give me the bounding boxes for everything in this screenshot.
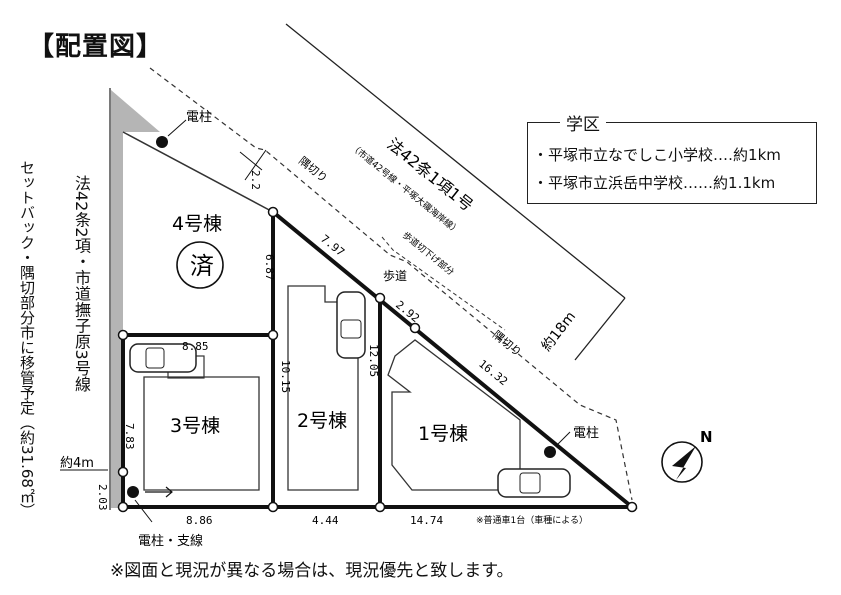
dim-444: 4.44	[312, 514, 339, 527]
dim-687: 6.87	[263, 254, 276, 281]
footnote: ※図面と現況が異なる場合は、現況優先と致します。	[110, 561, 514, 581]
main-road-width: 約18m	[539, 309, 580, 355]
sumikiri-right: 隅切り	[490, 328, 524, 359]
car-lot2	[336, 291, 366, 359]
north-label: N	[700, 428, 713, 446]
utility-pole-bottom	[127, 486, 139, 498]
lot2-label: 2号棟	[297, 410, 347, 432]
dim-203: 2.03	[96, 484, 109, 511]
school-elementary: ・平塚市立なでしこ小学校‥‥約1km	[533, 146, 781, 164]
building-1	[387, 339, 521, 491]
sidewalk-label: 歩道	[383, 268, 407, 283]
sidewalk-cut-line	[381, 236, 506, 331]
lot4-boundary-top	[122, 131, 274, 213]
pole-right-label: 電柱	[573, 426, 599, 441]
school-district-box	[527, 122, 817, 204]
dim-1015: 10.15	[279, 360, 292, 393]
school-junior: ・平塚市立浜岳中学校‥‥‥約1.1km	[533, 174, 776, 192]
lot4-label: 4号棟	[172, 213, 222, 235]
survey-markers	[117, 206, 638, 513]
setback-dim: 2.2	[249, 170, 262, 190]
school-heading: 学区	[560, 110, 606, 135]
lot4-status: 済	[190, 252, 214, 280]
lot1-label: 1号棟	[418, 423, 468, 445]
dim-1205: 12.05	[367, 344, 380, 377]
lot3-label: 3号棟	[170, 415, 220, 437]
pole-bottom-label: 電柱・支線	[138, 533, 203, 549]
road-edge-far	[285, 23, 626, 299]
car-lot1	[497, 468, 571, 498]
utility-pole-right	[544, 446, 556, 458]
sold-stamp	[176, 241, 224, 289]
utility-pole-top	[156, 136, 168, 148]
dim-1474: 14.74	[410, 514, 443, 527]
pole-top-label: 電柱	[186, 110, 212, 125]
sidewalk-cut-label: 歩道切下げ部分	[400, 229, 457, 278]
road-edge-right	[574, 297, 626, 361]
parking-note: ※普通車1台（車種による）	[476, 514, 588, 526]
building-3	[143, 376, 260, 491]
page-title: 【配置図】	[28, 32, 164, 62]
side-road-name: 法42条2項・市道撫子原3号線	[72, 175, 91, 392]
north-arrow-icon	[661, 441, 703, 483]
side-road-width: 約4m	[60, 456, 94, 471]
sidewalk-line	[149, 67, 633, 501]
dim-885: 8.85	[182, 340, 209, 353]
dim-886: 8.86	[186, 514, 213, 527]
dim-783: 7.83	[123, 423, 136, 450]
setback-note: セットバック・隅切部分市に移管予定（約31.68㎡）	[18, 160, 36, 518]
setback-strip	[111, 90, 160, 508]
car-lot3	[129, 343, 197, 373]
